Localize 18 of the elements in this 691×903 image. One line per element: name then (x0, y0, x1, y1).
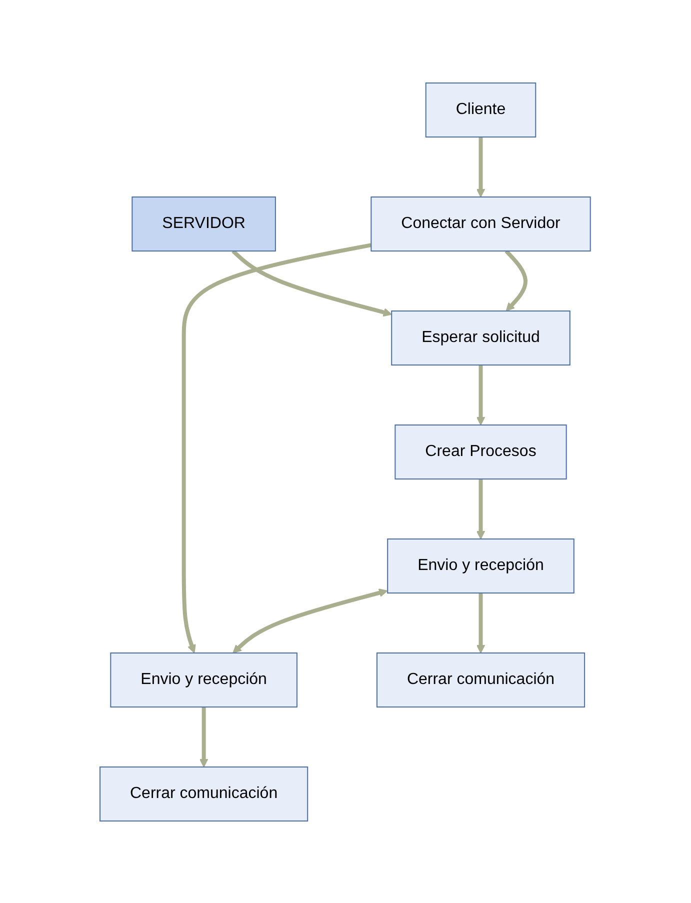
node-box: Envio y recepción (387, 538, 575, 593)
arrow (182, 242, 372, 653)
node-box: SERVIDOR (132, 196, 276, 251)
arrow (476, 364, 486, 425)
arrow (505, 249, 528, 311)
node-box: Envio y recepción (110, 652, 298, 707)
node-box: Cerrar comunicación (376, 652, 586, 707)
arrow (476, 136, 486, 197)
arrow (476, 592, 486, 653)
node-box: Cliente (426, 82, 536, 137)
node-box: Conectar con Servidor (370, 196, 592, 251)
node-box: Cerrar comunicación (100, 766, 308, 821)
arrow (200, 706, 209, 767)
arrow (232, 249, 392, 316)
arrow (232, 588, 388, 653)
node-box: Crear Procesos (395, 424, 568, 479)
arrow (476, 478, 486, 539)
node-box: Esperar solicitud (391, 310, 571, 365)
